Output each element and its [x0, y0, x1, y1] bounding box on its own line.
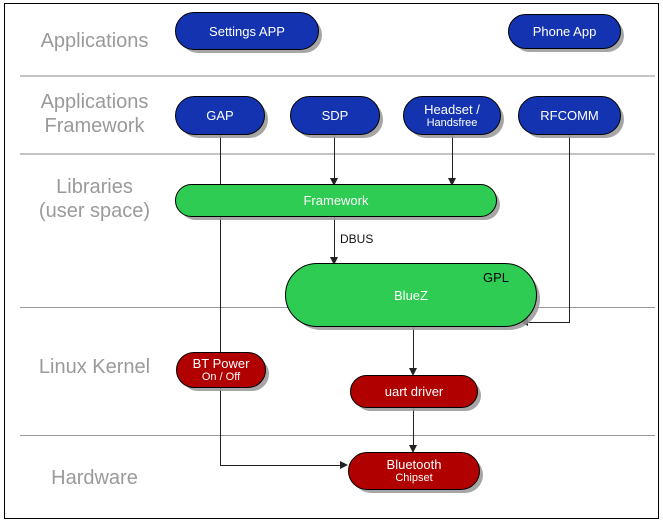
node-bluez[interactable]: BlueZ	[285, 263, 537, 327]
connector-rfcomm-arrowhead	[520, 318, 528, 326]
node-bt-power-sublabel: On / Off	[201, 371, 241, 383]
layer-label-libraries: Libraries (user space)	[38, 176, 151, 222]
connector-framework-bluez-vertical	[334, 216, 335, 261]
node-bluez-label: BlueZ	[394, 287, 428, 303]
node-bluetooth-chipset-label: Bluetooth	[386, 457, 442, 472]
divider-applications-framework	[20, 153, 655, 155]
node-uart-driver-label: uart driver	[384, 384, 444, 399]
node-bt-power-label: BT Power	[192, 356, 250, 371]
connector-bluez-uart-arrowhead	[409, 368, 417, 376]
connector-rfcomm-horizontal-to-bluez	[527, 322, 570, 323]
node-bluetooth-chipset[interactable]: Bluetooth Chipset	[348, 452, 480, 490]
node-bluez-license-tag: GPL	[483, 270, 510, 285]
node-sdp-label: SDP	[321, 108, 349, 123]
connector-uart-chipset-arrowhead	[409, 445, 417, 453]
node-phone-app[interactable]: Phone App	[508, 14, 621, 49]
connector-sdp-arrowhead	[330, 178, 338, 186]
node-framework-label: Framework	[303, 193, 369, 208]
node-bluetooth-chipset-sublabel: Chipset	[395, 472, 433, 484]
node-gap[interactable]: GAP	[175, 96, 265, 135]
diagram-frame	[4, 3, 659, 519]
connector-framework-bluez-arrowhead	[330, 257, 338, 265]
node-framework[interactable]: Framework	[175, 184, 497, 217]
node-gap-label: GAP	[206, 108, 234, 123]
node-rfcomm[interactable]: RFCOMM	[518, 96, 621, 135]
node-sdp[interactable]: SDP	[290, 96, 380, 135]
layer-label-applications: Applications	[40, 30, 149, 52]
connector-gap-arrowhead	[340, 461, 348, 469]
divider-applications	[20, 75, 655, 77]
node-headset-handsfree[interactable]: Headset / Handsfree	[403, 96, 501, 135]
node-settings-app[interactable]: Settings APP	[175, 12, 319, 50]
connector-rfcomm-vertical	[569, 135, 570, 323]
layer-label-hardware: Hardware	[51, 467, 138, 489]
divider-linux-kernel	[20, 435, 655, 436]
layer-label-linux-kernel: Linux Kernel	[38, 356, 151, 378]
connector-gap-vertical	[220, 135, 221, 465]
edge-label-dbus: DBUS	[340, 232, 374, 246]
connector-headset-vertical	[452, 135, 453, 182]
layer-label-applications-framework: Applications Framework	[40, 91, 149, 137]
node-bt-power[interactable]: BT Power On / Off	[176, 352, 266, 388]
node-headset-handsfree-sublabel: Handsfree	[426, 116, 478, 129]
connector-sdp-vertical	[334, 135, 335, 182]
connector-bluez-uart-vertical	[413, 327, 414, 371]
node-rfcomm-label: RFCOMM	[540, 108, 599, 123]
connector-uart-chipset-vertical	[413, 408, 414, 448]
node-settings-app-label: Settings APP	[209, 23, 285, 39]
connector-headset-arrowhead	[448, 178, 456, 186]
node-phone-app-label: Phone App	[532, 24, 597, 39]
connector-gap-horizontal-to-chipset	[220, 465, 340, 466]
node-headset-handsfree-label: Headset /	[424, 101, 480, 117]
node-uart-driver[interactable]: uart driver	[350, 375, 478, 408]
